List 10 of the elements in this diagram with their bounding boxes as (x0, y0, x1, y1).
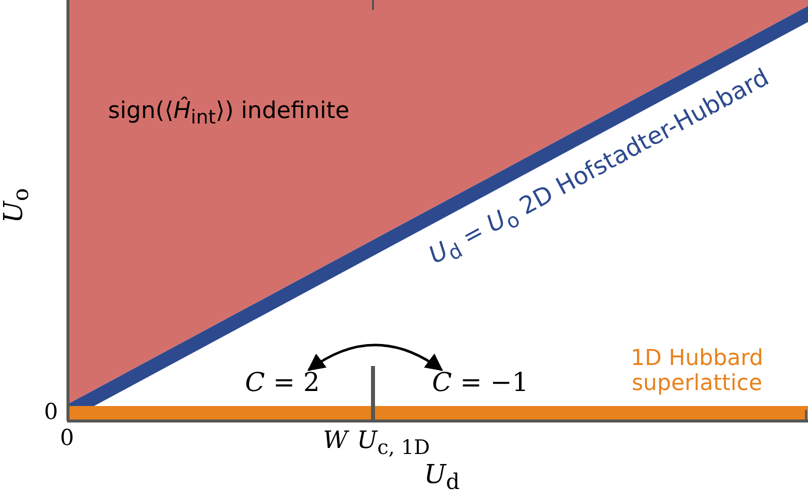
chern-number-label: C = −1 (432, 368, 529, 398)
band-label: 1D Hubbard superlattice (630, 346, 764, 396)
tick-label: 0 (60, 426, 74, 451)
axis-title: U$_{d}$ (424, 460, 460, 496)
chern-number-label: C = 2 (245, 368, 320, 398)
curved-arrow (307, 344, 444, 372)
tick-label: U$_{c, 1D}$ (357, 426, 430, 459)
region-label: sign(⟨Ĥ$_{int}$⟩) indefinite (108, 98, 350, 129)
tick-label: 0 (44, 400, 58, 425)
tick-label: W (323, 426, 348, 454)
